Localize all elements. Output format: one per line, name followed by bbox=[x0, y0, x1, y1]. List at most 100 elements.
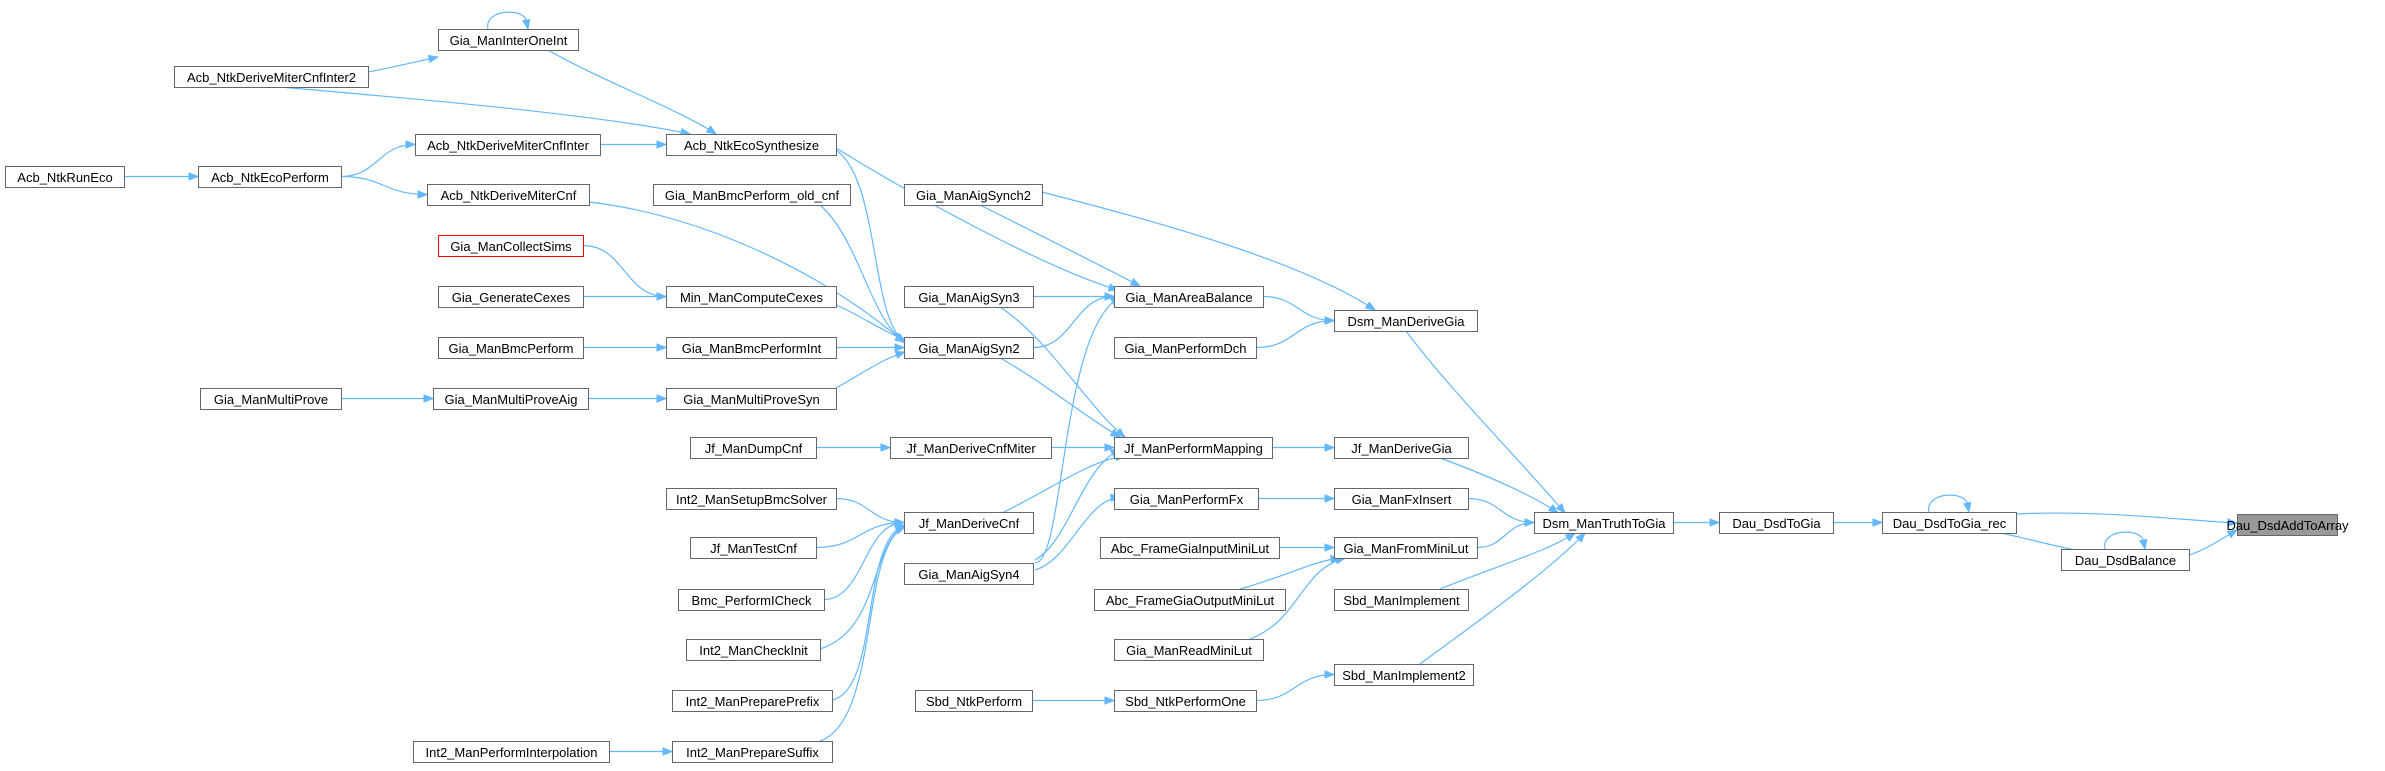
node-jf_manderivegia[interactable]: Jf_ManDeriveGia bbox=[1334, 437, 1469, 459]
edge-gia_manbmcperform_old_cnf-to-gia_manaigsyn2 bbox=[819, 204, 906, 343]
node-box bbox=[666, 286, 837, 308]
edge-arrowhead bbox=[1104, 443, 1116, 452]
node-box bbox=[672, 741, 833, 763]
node-gia_manreadminilut[interactable]: Gia_ManReadMiniLut bbox=[1114, 639, 1264, 661]
node-min_mancomputecexes[interactable]: Min_ManComputeCexes bbox=[666, 286, 837, 308]
node-gia_manbmcperformint[interactable]: Gia_ManBmcPerformInt bbox=[666, 337, 837, 359]
node-jf_mandumpcnf[interactable]: Jf_ManDumpCnf bbox=[690, 437, 817, 459]
node-gia_manbmcperform[interactable]: Gia_ManBmcPerform bbox=[438, 337, 584, 359]
node-gia_manfxinsert[interactable]: Gia_ManFxInsert bbox=[1334, 488, 1469, 510]
node-label: Gia_ManBmcPerform bbox=[449, 341, 574, 356]
node-dau_dsdtogia[interactable]: Dau_DsdToGia bbox=[1719, 512, 1834, 534]
node-dau_dsdbalance[interactable]: Dau_DsdBalance bbox=[2061, 549, 2190, 571]
node-box bbox=[666, 337, 837, 359]
node-gia_manaigsyn2[interactable]: Gia_ManAigSyn2 bbox=[904, 337, 1034, 359]
node-int2_mancheckinit[interactable]: Int2_ManCheckInit bbox=[686, 639, 821, 661]
node-acb_ntkderivemitercnfinter[interactable]: Acb_NtkDeriveMiterCnfInter bbox=[415, 134, 601, 156]
node-int2_manprepareprefix[interactable]: Int2_ManPreparePrefix bbox=[672, 690, 833, 712]
node-box bbox=[653, 184, 851, 206]
node-box bbox=[1114, 286, 1264, 308]
node-acb_ntkecoperform[interactable]: Acb_NtkEcoPerform bbox=[198, 166, 342, 188]
edge-arrowhead bbox=[1324, 443, 1336, 452]
node-box bbox=[413, 741, 610, 763]
node-box bbox=[686, 639, 821, 661]
edge-acb_ntkderivemitercnfinter2-to-acb_ntkecosynthesize bbox=[279, 86, 691, 135]
edge-gia_maninteroneint-to-acb_ntkecosynthesize bbox=[547, 49, 717, 135]
node-jf_manderivecnfmiter[interactable]: Jf_ManDeriveCnfMiter bbox=[890, 437, 1052, 459]
node-jf_manderivecnf[interactable]: Jf_ManDeriveCnf bbox=[904, 512, 1034, 534]
edge-jf_manderivecnf-to-jf_manperformmapping bbox=[999, 455, 1126, 515]
node-label: Gia_ManBmcPerform_old_cnf bbox=[665, 188, 840, 203]
node-gia_manmultiproveaig[interactable]: Gia_ManMultiProveAig bbox=[433, 388, 589, 410]
node-int2_mansetupbmcsolver[interactable]: Int2_ManSetupBmcSolver bbox=[666, 488, 837, 510]
node-dsm_manderivegia[interactable]: Dsm_ManDeriveGia bbox=[1334, 310, 1478, 332]
node-gia_manareabalance[interactable]: Gia_ManAreaBalance bbox=[1114, 286, 1264, 308]
node-dsm_mantruthtogia[interactable]: Dsm_ManTruthToGia bbox=[1534, 512, 1674, 534]
node-jf_manperformmapping[interactable]: Jf_ManPerformMapping bbox=[1114, 437, 1273, 459]
node-abc_framegiaoutputminilut[interactable]: Abc_FrameGiaOutputMiniLut bbox=[1094, 589, 1286, 611]
node-gia_manmultiprovesyn[interactable]: Gia_ManMultiProveSyn bbox=[666, 388, 837, 410]
node-box bbox=[904, 563, 1034, 585]
node-sbd_manimplement[interactable]: Sbd_ManImplement bbox=[1334, 589, 1469, 611]
node-gia_manmultiprove[interactable]: Gia_ManMultiProve bbox=[200, 388, 342, 410]
node-int2_manpreparesuffix[interactable]: Int2_ManPrepareSuffix bbox=[672, 741, 833, 763]
node-label: Jf_ManDumpCnf bbox=[705, 441, 803, 456]
edge-arrowhead bbox=[1575, 531, 1586, 543]
node-dau_dsdtogia_rec[interactable]: Dau_DsdToGia_rec bbox=[1882, 512, 2017, 534]
node-gia_maninteroneint[interactable]: Gia_ManInterOneInt bbox=[438, 29, 579, 51]
node-label: Acb_NtkDeriveMiterCnf bbox=[441, 188, 577, 203]
edge-gia_manaigsyn3-to-jf_manperformmapping bbox=[999, 306, 1126, 438]
node-dau_dsdaddtoarray[interactable]: Dau_DsdAddToArray bbox=[2226, 514, 2349, 536]
edge-arrowhead bbox=[1709, 518, 1721, 527]
node-label: Bmc_PerformICheck bbox=[692, 593, 812, 608]
node-label: Gia_ManPerformDch bbox=[1124, 341, 1246, 356]
node-box bbox=[433, 388, 589, 410]
node-gia_manperformdch[interactable]: Gia_ManPerformDch bbox=[1114, 337, 1257, 359]
edge-gia_manaigsynch2-to-gia_manareabalance bbox=[979, 204, 1141, 287]
node-label: Abc_FrameGiaOutputMiniLut bbox=[1106, 593, 1275, 608]
node-label: Gia_ManAigSyn2 bbox=[918, 341, 1019, 356]
node-gia_manperformfx[interactable]: Gia_ManPerformFx bbox=[1114, 488, 1259, 510]
node-gia_mancollectsims[interactable]: Gia_ManCollectSims bbox=[438, 235, 584, 257]
node-jf_mantestcnf[interactable]: Jf_ManTestCnf bbox=[690, 537, 817, 559]
edge-arrowhead bbox=[1324, 543, 1336, 552]
edge-arrowhead bbox=[427, 54, 440, 64]
edge-gia_manmultiprovesyn-to-gia_manaigsyn2 bbox=[835, 351, 906, 389]
node-int2_manperforminterpolation[interactable]: Int2_ManPerformInterpolation bbox=[413, 741, 610, 763]
edge-sbd_manimplement2-to-dsm_mantruthtogia bbox=[1419, 532, 1586, 665]
edge-gia_manareabalance-to-dsm_manderivegia bbox=[1262, 295, 1335, 322]
node-gia_manbmcperform_old_cnf[interactable]: Gia_ManBmcPerform_old_cnf bbox=[653, 184, 851, 206]
edge-dau_dsdbalance-to-dau_dsdbalance bbox=[2104, 531, 2145, 550]
edge-arrowhead bbox=[188, 172, 200, 181]
node-gia_manaigsyn4[interactable]: Gia_ManAigSyn4 bbox=[904, 563, 1034, 585]
node-box bbox=[904, 286, 1034, 308]
edge-arrowhead bbox=[705, 125, 718, 135]
edge-acb_ntkecoperform-to-acb_ntkderivemitercnfinter bbox=[340, 143, 416, 178]
node-sbd_ntkperformone[interactable]: Sbd_NtkPerformOne bbox=[1114, 690, 1257, 712]
node-label: Gia_ManMultiProveSyn bbox=[683, 392, 820, 407]
node-gia_manaigsynch2[interactable]: Gia_ManAigSynch2 bbox=[904, 184, 1043, 206]
node-bmc_performicheck[interactable]: Bmc_PerformICheck bbox=[678, 589, 825, 611]
edge-gia_manaigsyn4-to-jf_manperformmapping bbox=[1034, 448, 1121, 561]
node-gia_manaigsyn3[interactable]: Gia_ManAigSyn3 bbox=[904, 286, 1034, 308]
node-gia_generatecexes[interactable]: Gia_GenerateCexes bbox=[438, 286, 584, 308]
node-box bbox=[915, 690, 1033, 712]
edge-sbd_manimplement-to-dsm_mantruthtogia bbox=[1439, 532, 1576, 590]
edge-gia_manaigsynch2-to-dsm_manderivegia bbox=[1041, 191, 1376, 311]
edge-arrowhead bbox=[1324, 494, 1336, 503]
node-abc_framegiainputminilut[interactable]: Abc_FrameGiaInputMiniLut bbox=[1100, 537, 1280, 559]
node-sbd_manimplement2[interactable]: Sbd_ManImplement2 bbox=[1334, 664, 1474, 686]
node-box bbox=[2237, 514, 2338, 536]
node-label: Acb_NtkDeriveMiterCnfInter2 bbox=[187, 70, 356, 85]
node-acb_ntkecosynthesize[interactable]: Acb_NtkEcoSynthesize bbox=[666, 134, 837, 156]
node-acb_ntkderivemitercnf[interactable]: Acb_NtkDeriveMiterCnf bbox=[427, 184, 590, 206]
node-acb_ntkderivemitercnfinter2[interactable]: Acb_NtkDeriveMiterCnfInter2 bbox=[174, 66, 369, 88]
node-gia_manfromminilut[interactable]: Gia_ManFromMiniLut bbox=[1334, 537, 1478, 559]
node-box bbox=[438, 29, 579, 51]
node-label: Dau_DsdBalance bbox=[2075, 553, 2176, 568]
node-box bbox=[666, 134, 837, 156]
node-acb_ntkruneco[interactable]: Acb_NtkRunEco bbox=[5, 166, 125, 188]
node-sbd_ntkperform[interactable]: Sbd_NtkPerform bbox=[915, 690, 1033, 712]
edge-gia_manaigsyn2-to-jf_manperformmapping bbox=[999, 357, 1121, 438]
